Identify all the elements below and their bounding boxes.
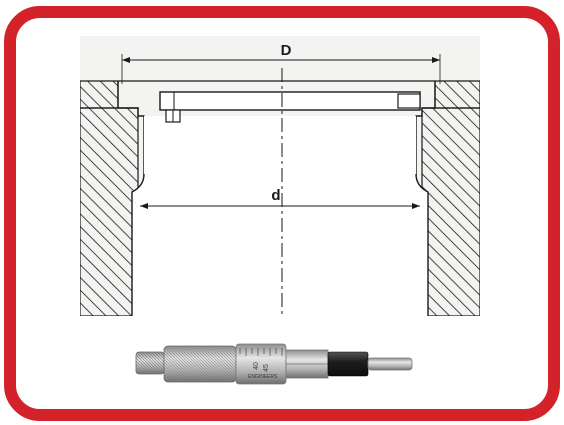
- ratchet-knurl: [136, 352, 164, 374]
- bore-interior: [132, 116, 428, 316]
- thimble-ticks: [239, 348, 283, 356]
- gauge-tip: [397, 93, 421, 109]
- label-outer-diameter: D: [281, 42, 292, 59]
- hatch-top-right: [434, 80, 480, 109]
- gauge-blade: [159, 91, 421, 111]
- spindle: [367, 357, 413, 371]
- brand-text: ENGINEERS: [248, 374, 278, 380]
- dimension-arrow-outer-left: [122, 57, 130, 63]
- dimension-arrow-inner-right: [412, 203, 420, 209]
- thimble-digit-45: 45: [263, 364, 270, 372]
- dimension-arrow-outer-right: [432, 57, 440, 63]
- bore-edge-left: [131, 173, 145, 316]
- thimble-digit-40: 40: [253, 362, 260, 370]
- lock-nut: [327, 351, 369, 377]
- hatch-left-wall: [80, 107, 139, 316]
- label-inner-diameter: d: [271, 187, 280, 204]
- bore-edge-right: [415, 173, 429, 316]
- micrometer-head: 40 45 ENGINEERS: [135, 343, 413, 385]
- hatch-top-left: [80, 80, 119, 109]
- dimension-arrow-inner-left: [140, 203, 148, 209]
- groove-diameter-drawing: D d: [80, 36, 480, 316]
- hatch-right-wall: [421, 107, 480, 316]
- thimble-knurl: [164, 346, 236, 382]
